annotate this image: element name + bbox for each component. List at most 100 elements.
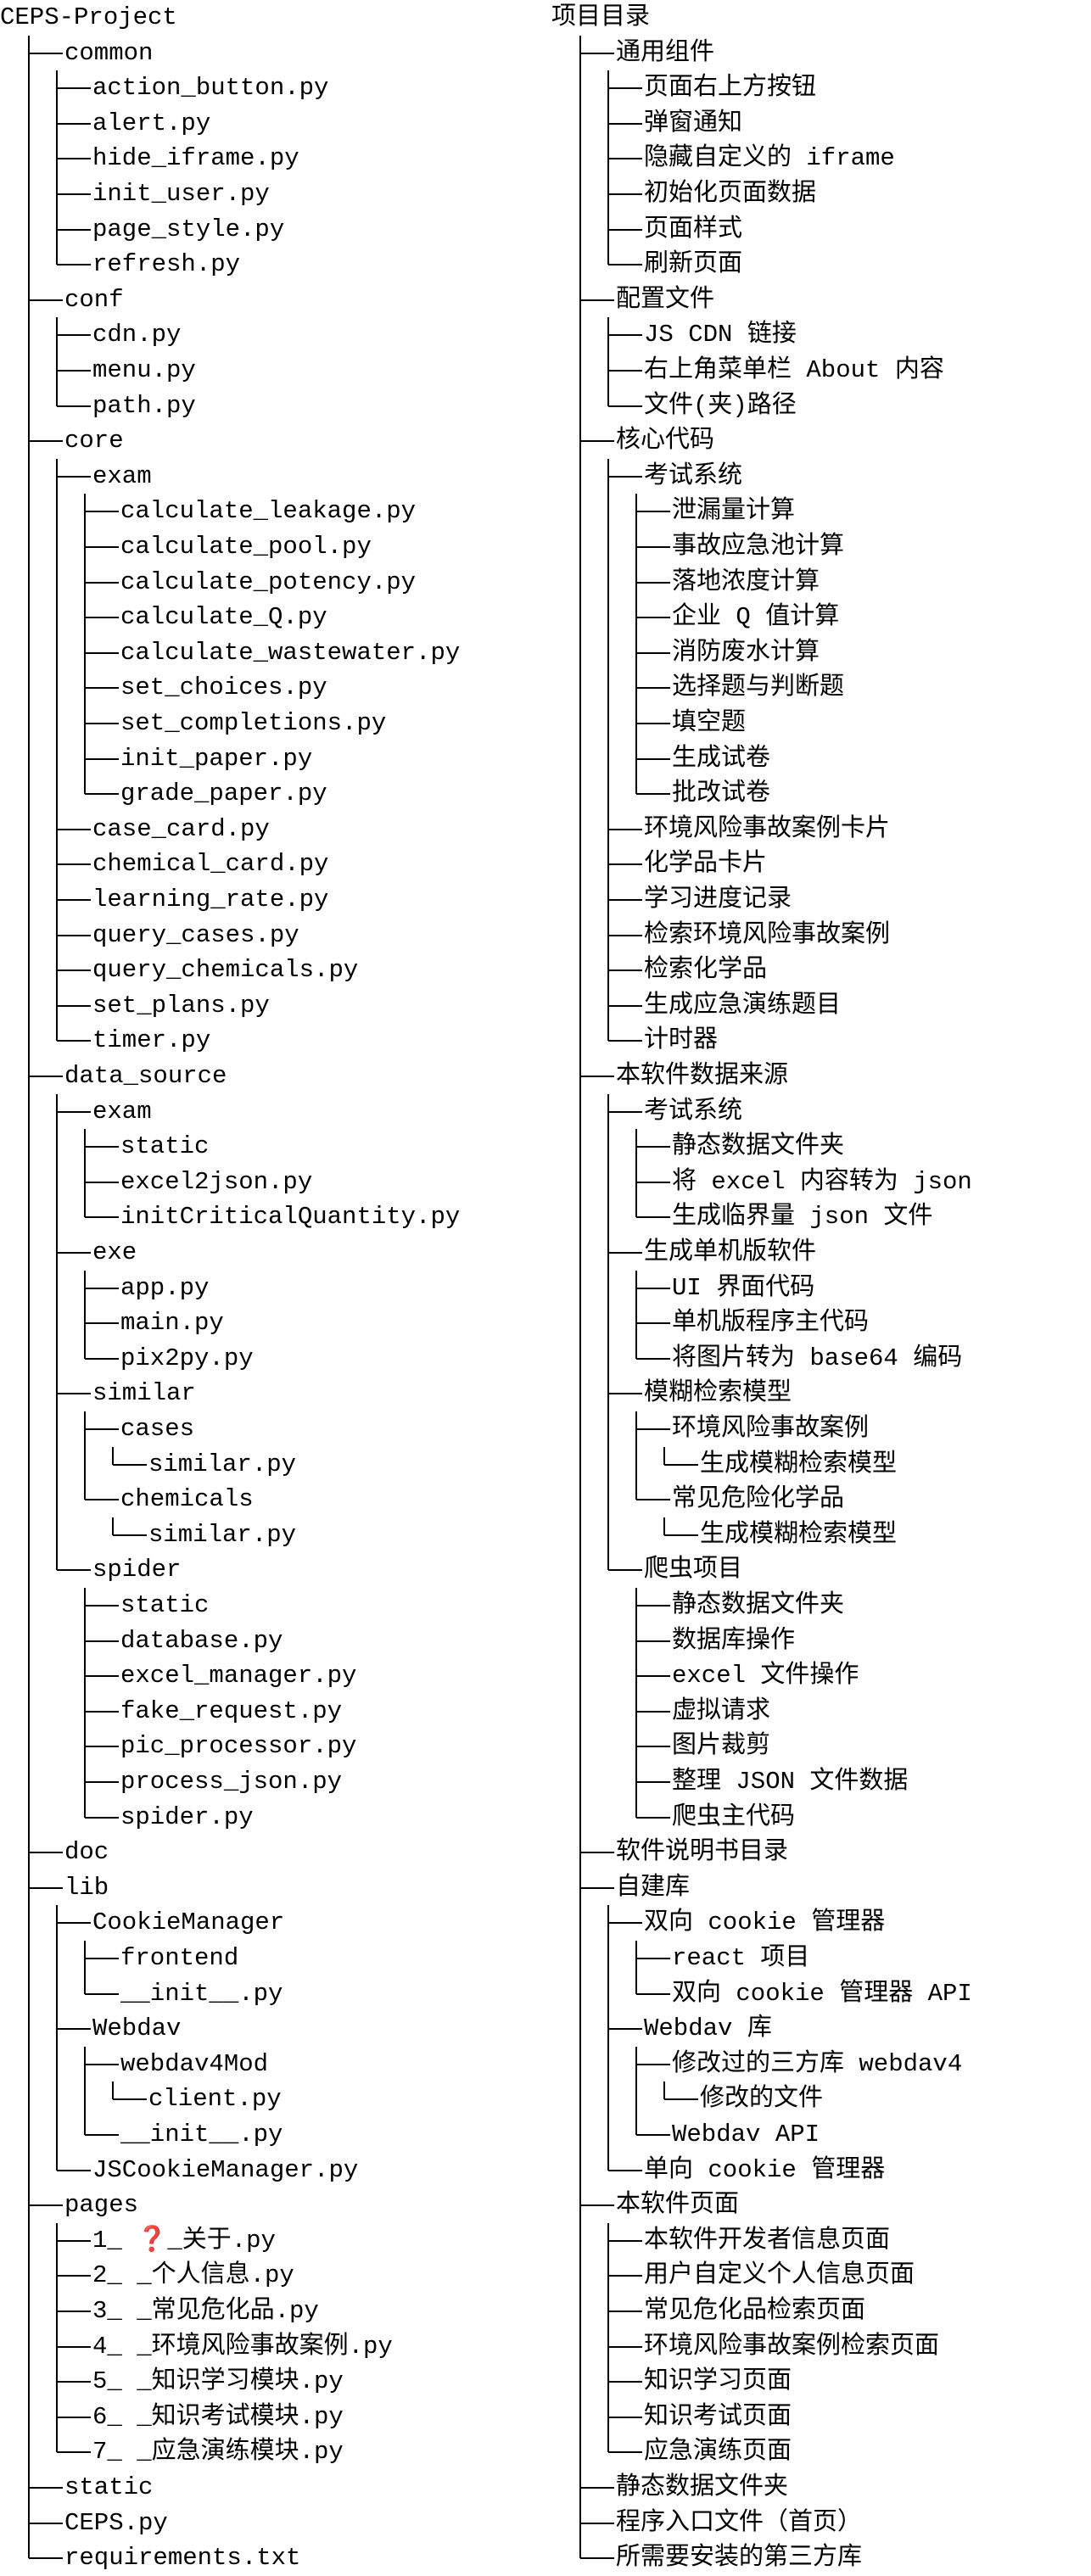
tree-connector (28, 1271, 119, 1306)
tree-item-label: excel2json.py (120, 1168, 313, 1196)
tree-item-label: 单向 cookie 管理器 (644, 2156, 886, 2184)
tree-item-label: 爬虫主代码 (672, 1803, 796, 1831)
tree-connector (28, 600, 119, 635)
tree-connector (28, 1376, 91, 1411)
tree-item-label: set_plans.py (92, 992, 270, 1020)
tree-item-label: exe (92, 1238, 137, 1266)
tree-connector (579, 353, 642, 388)
tree-item-label: 配置文件 (616, 286, 715, 314)
tree-item-label: react 项目 (672, 1944, 810, 1972)
tree-item-label: 知识学习页面 (644, 2367, 792, 2395)
tree-item-label: initCriticalQuantity.py (120, 1203, 461, 1231)
tree-connector (28, 1094, 91, 1130)
tree-item-label: core (64, 427, 124, 455)
tree-item-label: 消防废水计算 (672, 639, 820, 667)
tree-connector (579, 1729, 670, 1764)
tree-connector (579, 2153, 642, 2188)
tree-connector (28, 2364, 91, 2400)
tree-connector (579, 670, 670, 706)
tree-item-label: 应急演练页面 (644, 2438, 792, 2466)
tree-connector (579, 176, 642, 212)
tree-connector (28, 2153, 91, 2188)
tree-item-label: 虚拟请求 (672, 1697, 771, 1725)
tree-item-label: 所需要安装的第三方库 (616, 2544, 863, 2572)
tree-item-label: 整理 JSON 文件数据 (672, 1768, 909, 1796)
tree-item-label: __init__.py (120, 2121, 283, 2149)
tree-item-label: 泄漏量计算 (672, 497, 796, 525)
tree-connector (579, 1517, 698, 1553)
tree-connector (579, 2364, 642, 2400)
tree-connector (28, 494, 119, 529)
tree-connector (579, 953, 642, 988)
tree-item-label: data_source (64, 1062, 227, 1090)
tree-connector (28, 1411, 119, 1447)
tree-item-label: 生成试卷 (672, 745, 771, 773)
tree-connector (579, 2081, 698, 2117)
tree-item-label: 常见危化品检索页面 (644, 2297, 866, 2325)
tree-connector (28, 2258, 91, 2294)
tree-item-label: pix2py.py (120, 1344, 254, 1372)
tree-item-label: 化学品卡片 (644, 850, 768, 878)
tree-item-label: 5_ _知识学习模块.py (92, 2367, 344, 2395)
tree-item-label: 刷新页面 (644, 250, 743, 278)
tree-connector (579, 141, 642, 176)
tree-connector (28, 282, 63, 318)
tree-connector (28, 1129, 119, 1165)
tree-connector (579, 1694, 670, 1729)
tree-root-label: CEPS-Project (0, 3, 177, 31)
tree-connector (28, 1976, 119, 2012)
tree-connector (28, 2081, 147, 2117)
tree-connector (579, 1658, 670, 1694)
tree-item-label: CEPS.py (64, 2509, 168, 2537)
tree-item-label: case_card.py (92, 815, 270, 843)
tree-connector (579, 494, 670, 529)
tree-item-label: cases (120, 1415, 195, 1443)
tree-item-label: client.py (148, 2085, 282, 2113)
tree-item-label: hide_iframe.py (92, 144, 299, 172)
tree-item-label: calculate_wastewater.py (120, 639, 461, 667)
tree-item-label: 单机版程序主代码 (672, 1309, 870, 1337)
tree-connector (579, 1341, 670, 1377)
tree-connector (28, 882, 91, 918)
tree-connector (28, 1800, 119, 1836)
tree-connector (579, 2188, 614, 2223)
tree-item-label: process_json.py (120, 1768, 343, 1796)
tree-item-label: calculate_Q.py (120, 603, 327, 631)
tree-item-label: 静态数据文件夹 (616, 2473, 789, 2501)
tree-connector (579, 706, 670, 741)
tree-connector (28, 2117, 119, 2153)
tree-connector (579, 1588, 670, 1623)
tree-connector (28, 1835, 63, 1870)
tree-item-label: doc (64, 1838, 109, 1866)
tree-connector (579, 529, 670, 565)
tree-connector (28, 1517, 147, 1553)
tree-item-label: similar.py (148, 1521, 297, 1549)
tree-item-label: 弹窗通知 (644, 109, 743, 137)
tree-connector (579, 1059, 614, 1094)
tree-item-label: action_button.py (92, 74, 329, 102)
tree-connector (28, 1588, 119, 1623)
tree-item-label: chemical_card.py (92, 850, 329, 878)
tree-item-label: 本软件开发者信息页面 (644, 2227, 891, 2255)
tree-item-label: frontend (120, 1944, 239, 1972)
tree-item-label: 检索环境风险事故案例 (644, 921, 891, 949)
tree-item-label: 文件(夹)路径 (644, 392, 797, 420)
tree-connector (28, 2470, 63, 2506)
tree-item-label: conf (64, 286, 124, 314)
tree-item-label: 将图片转为 base64 编码 (672, 1344, 963, 1372)
tree-connector (579, 1376, 642, 1411)
tree-connector (28, 812, 91, 847)
tree-item-label: exam (92, 1098, 152, 1126)
tree-item-label: __init__.py (120, 1980, 283, 2008)
tree-connector (579, 459, 642, 495)
tree-connector (28, 1729, 119, 1764)
tree-item-label: 考试系统 (644, 1098, 743, 1126)
tree-connector (579, 988, 642, 1024)
tree-connector (579, 812, 642, 847)
tree-item-label: 修改过的三方库 webdav4 (672, 2050, 963, 2078)
tree-connector (579, 776, 670, 812)
tree-connector (579, 1411, 670, 1447)
tree-connector (28, 70, 91, 106)
tree-connector (28, 635, 119, 671)
